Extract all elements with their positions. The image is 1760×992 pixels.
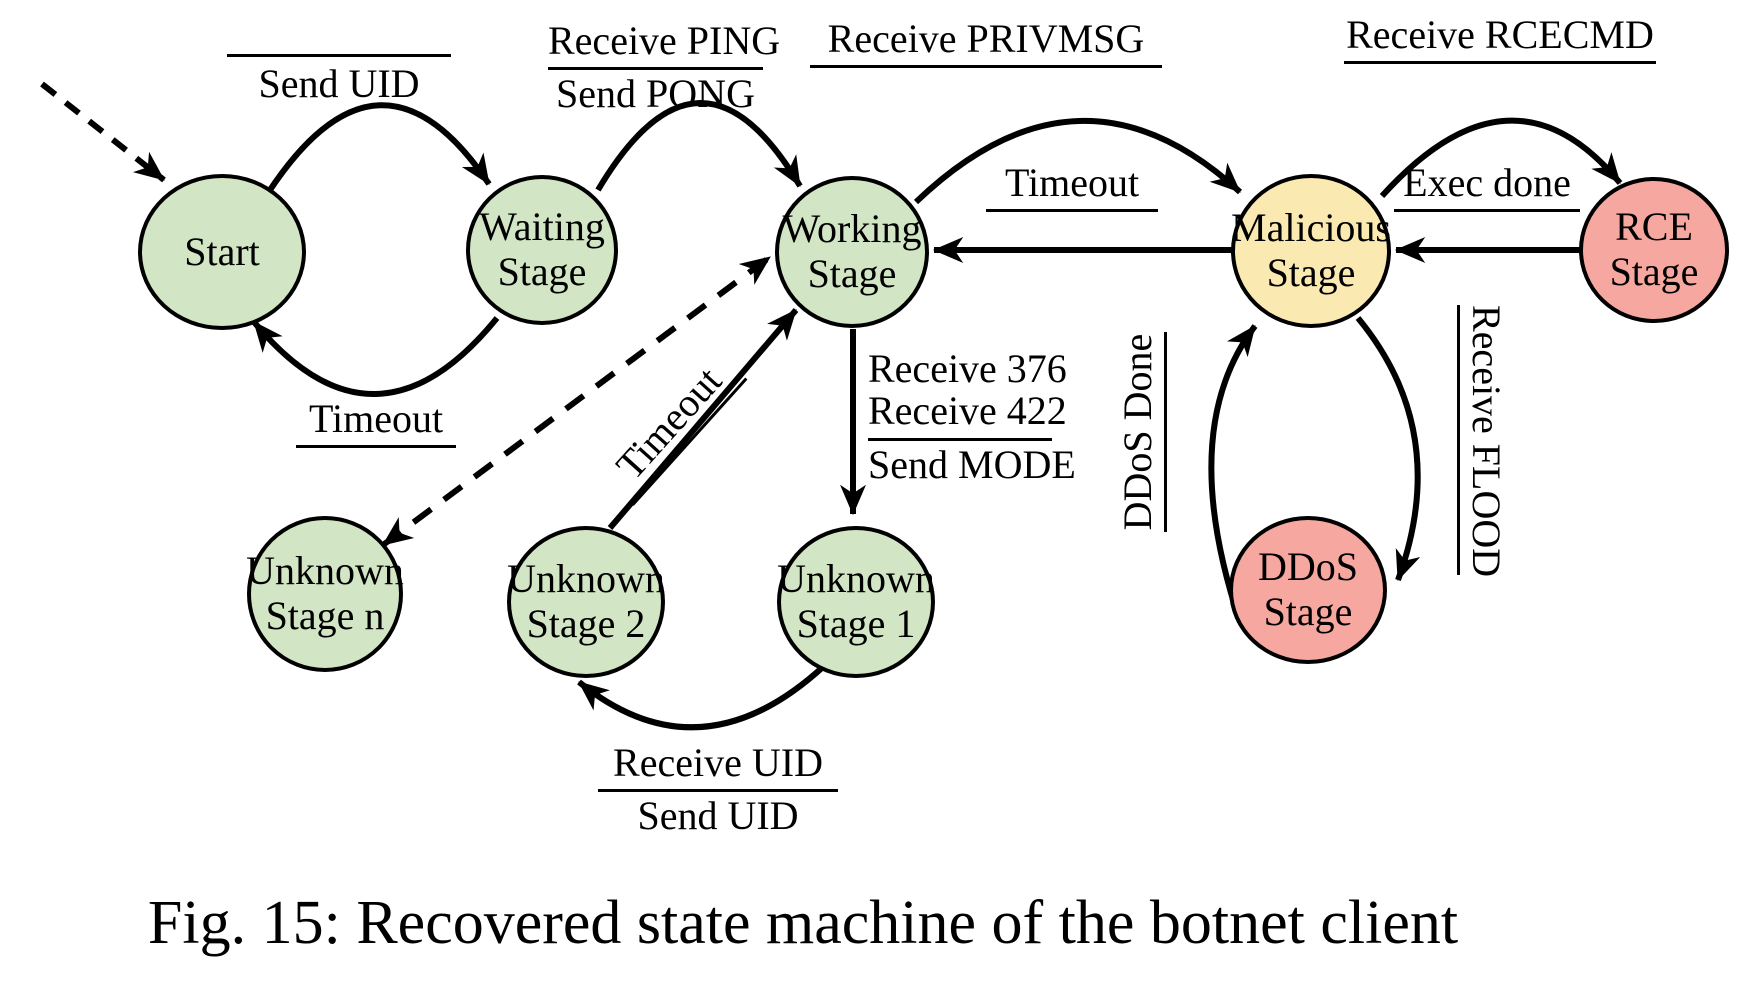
state-malicious-stage: Malicious Stage <box>1231 174 1391 328</box>
state-unknown-n-label-line2: Stage n <box>265 593 385 638</box>
edge-initial-arrow <box>40 81 166 183</box>
label-ping-pong: Receive PING Send PONG <box>548 18 781 117</box>
fraction-line <box>548 67 763 71</box>
state-working-stage: Working Stage <box>775 176 929 328</box>
state-unknown-n-label-line1: Unknown <box>246 548 404 594</box>
label-receive-rcecmd: Receive RCECMD <box>1344 12 1656 67</box>
edge-waiting-to-start <box>251 316 500 397</box>
label-receive-376-text: Receive 376 <box>868 346 1067 391</box>
state-unknown-stage-1: Unknown Stage 1 <box>777 526 935 678</box>
state-rce-label-line2: Stage <box>1609 249 1699 294</box>
fraction-line <box>227 54 451 57</box>
fraction-line <box>1394 209 1580 213</box>
state-unknown-stage-n: Unknown Stage n <box>246 516 404 672</box>
state-start-label: Start <box>184 228 260 274</box>
label-receive-422-text: Receive 422 <box>868 388 1067 434</box>
label-receive-uid-send-uid: Receive UID Send UID <box>598 740 838 839</box>
label-timeout-malicious-working: Timeout <box>986 160 1158 215</box>
label-timeout-malicious-working-text: Timeout <box>1004 160 1140 205</box>
state-working-label-line1: Working <box>782 206 922 252</box>
label-receive-ping-text: Receive PING <box>548 18 781 63</box>
fraction-line <box>868 437 1052 441</box>
fraction-line <box>1344 61 1656 65</box>
state-malicious-label-line1: Malicious <box>1231 205 1391 251</box>
state-waiting-label-line1: Waiting <box>479 204 605 250</box>
label-send-uid-bottom-text: Send UID <box>637 793 799 839</box>
edge-waiting-to-working <box>595 100 803 192</box>
state-rce-stage: RCE Stage <box>1579 177 1729 323</box>
fraction-line <box>986 209 1158 213</box>
fraction-line <box>810 65 1162 69</box>
state-unknown-2-label-line1: Unknown <box>507 556 665 602</box>
edge-malicious-to-rce <box>1379 117 1623 199</box>
label-ddos-done: DDoS Done <box>1115 332 1167 532</box>
edge-working-to-malicious <box>913 117 1243 205</box>
label-receive-flood-text: Receive FLOOD <box>1464 305 1509 578</box>
state-ddos-label-line2: Stage <box>1263 589 1353 634</box>
label-receive-flood: Receive FLOOD <box>1457 305 1509 578</box>
fraction-line <box>296 445 456 449</box>
label-receive-376-422-send-mode: Receive 376 Receive 422 Send MODE <box>868 346 1076 487</box>
label-receive-privmsg: Receive PRIVMSG <box>810 16 1162 71</box>
edge-ddos-to-malicious <box>1208 324 1258 623</box>
state-start: Start <box>138 174 306 330</box>
state-unknown-1-label-line2: Stage 1 <box>796 601 916 646</box>
state-waiting-label-line2: Stage <box>497 249 587 294</box>
figure-caption: Fig. 15: Recovered state machine of the … <box>147 889 1459 957</box>
label-send-pong-text: Send PONG <box>556 71 755 117</box>
label-timeout-waiting-start-text: Timeout <box>308 396 444 441</box>
state-unknown-1-label-line1: Unknown <box>777 556 935 602</box>
edge-unknown1-to-unknown2 <box>577 663 827 731</box>
state-working-label-line2: Stage <box>807 251 897 296</box>
label-send-uid-top: Send UID <box>227 54 451 105</box>
label-exec-done-text: Exec done <box>1403 160 1571 205</box>
label-ddos-done-text: DDoS Done <box>1115 333 1160 531</box>
label-receive-rcecmd-text: Receive RCECMD <box>1346 12 1654 57</box>
label-send-uid-top-text: Send UID <box>258 61 420 106</box>
state-unknown-2-label-line2: Stage 2 <box>526 601 646 646</box>
label-timeout-waiting-start: Timeout <box>296 396 456 451</box>
label-receive-uid-text: Receive UID <box>613 740 823 785</box>
label-exec-done: Exec done <box>1394 160 1580 215</box>
state-rce-label-line1: RCE <box>1615 204 1693 250</box>
label-receive-privmsg-text: Receive PRIVMSG <box>827 16 1145 61</box>
label-send-mode-text: Send MODE <box>868 441 1076 487</box>
state-waiting-stage: Waiting Stage <box>466 175 618 325</box>
edge-start-to-waiting <box>265 102 492 195</box>
state-ddos-label-line1: DDoS <box>1257 544 1359 590</box>
state-malicious-label-line2: Stage <box>1266 250 1356 295</box>
state-unknown-stage-2: Unknown Stage 2 <box>507 526 665 678</box>
state-ddos-stage: DDoS Stage <box>1229 516 1387 664</box>
fraction-line <box>598 789 838 793</box>
edge-unknownN-working-dashed <box>381 254 772 548</box>
edge-malicious-to-ddos <box>1355 316 1421 582</box>
